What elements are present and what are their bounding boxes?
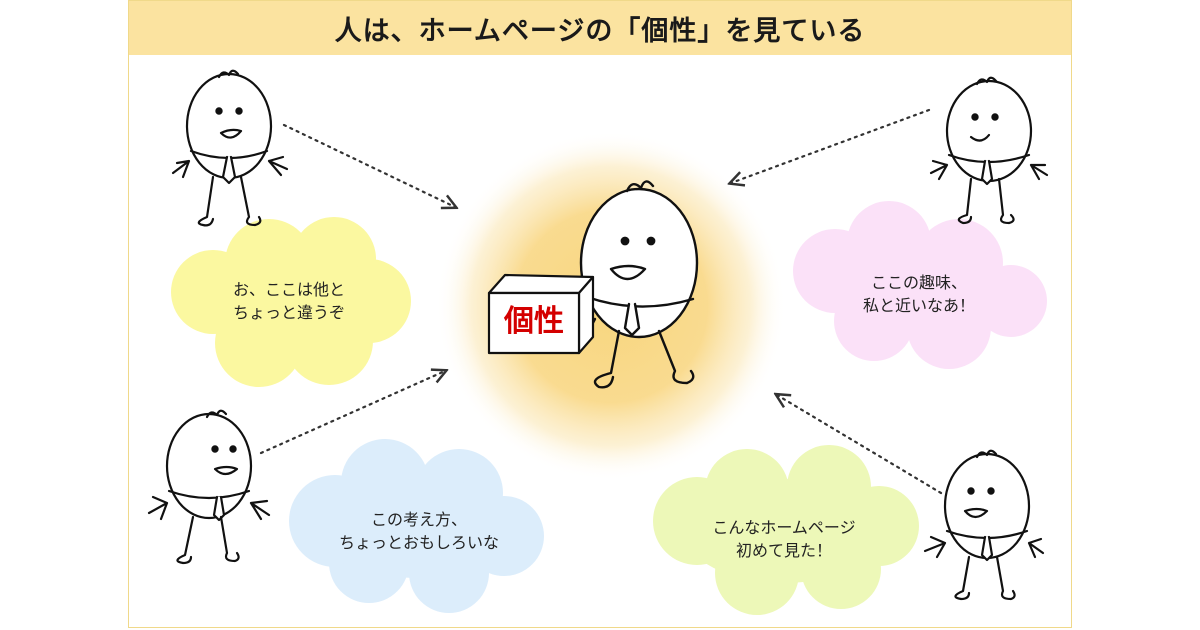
bubble-line: ちょっとおもしろいな — [338, 533, 499, 552]
bubble-top-right-text: ここの趣味、 私と近いなあ！ — [819, 271, 1019, 317]
illustration — [147, 69, 1049, 615]
bubble-green-shape — [653, 445, 919, 615]
box-label: 個性 — [504, 304, 564, 339]
bubble-yellow-shape — [171, 217, 411, 387]
bubble-pink-shape — [793, 201, 1047, 369]
arrow-bottom-left — [259, 371, 445, 455]
bubble-blue-shape — [289, 439, 544, 613]
center-character — [571, 180, 699, 389]
character-bottom-left — [147, 409, 271, 565]
bubble-line: ここの趣味、 — [870, 273, 967, 292]
bubble-bottom-right-text: こんなホームページ 初めて見た！ — [674, 516, 894, 562]
character-bottom-right — [923, 449, 1045, 601]
character-top-left — [171, 69, 289, 227]
bubble-line: お、ここは他と — [232, 280, 345, 299]
bubble-line: ちょっと違うぞ — [232, 303, 345, 322]
bubble-line: 私と近いなあ！ — [862, 296, 975, 315]
arrow-top-left — [282, 123, 455, 207]
title-bar: 人は、ホームページの「個性」を見ている — [129, 1, 1071, 55]
bubble-line: 初めて見た！ — [735, 541, 832, 560]
personality-box — [487, 273, 595, 355]
bubble-line: この考え方、 — [370, 510, 467, 529]
page-title: 人は、ホームページの「個性」を見ている — [334, 15, 866, 47]
bubble-bottom-left-text: この考え方、 ちょっとおもしろいな — [309, 508, 529, 554]
character-top-right — [929, 76, 1049, 225]
dotted-arrows — [259, 108, 943, 495]
bubble-line: こんなホームページ — [712, 518, 856, 537]
arrow-top-right — [731, 108, 931, 183]
diagram-frame: 人は、ホームページの「個性」を見ている — [128, 0, 1072, 628]
bubble-top-left-text: お、ここは他と ちょっと違うぞ — [189, 278, 389, 324]
